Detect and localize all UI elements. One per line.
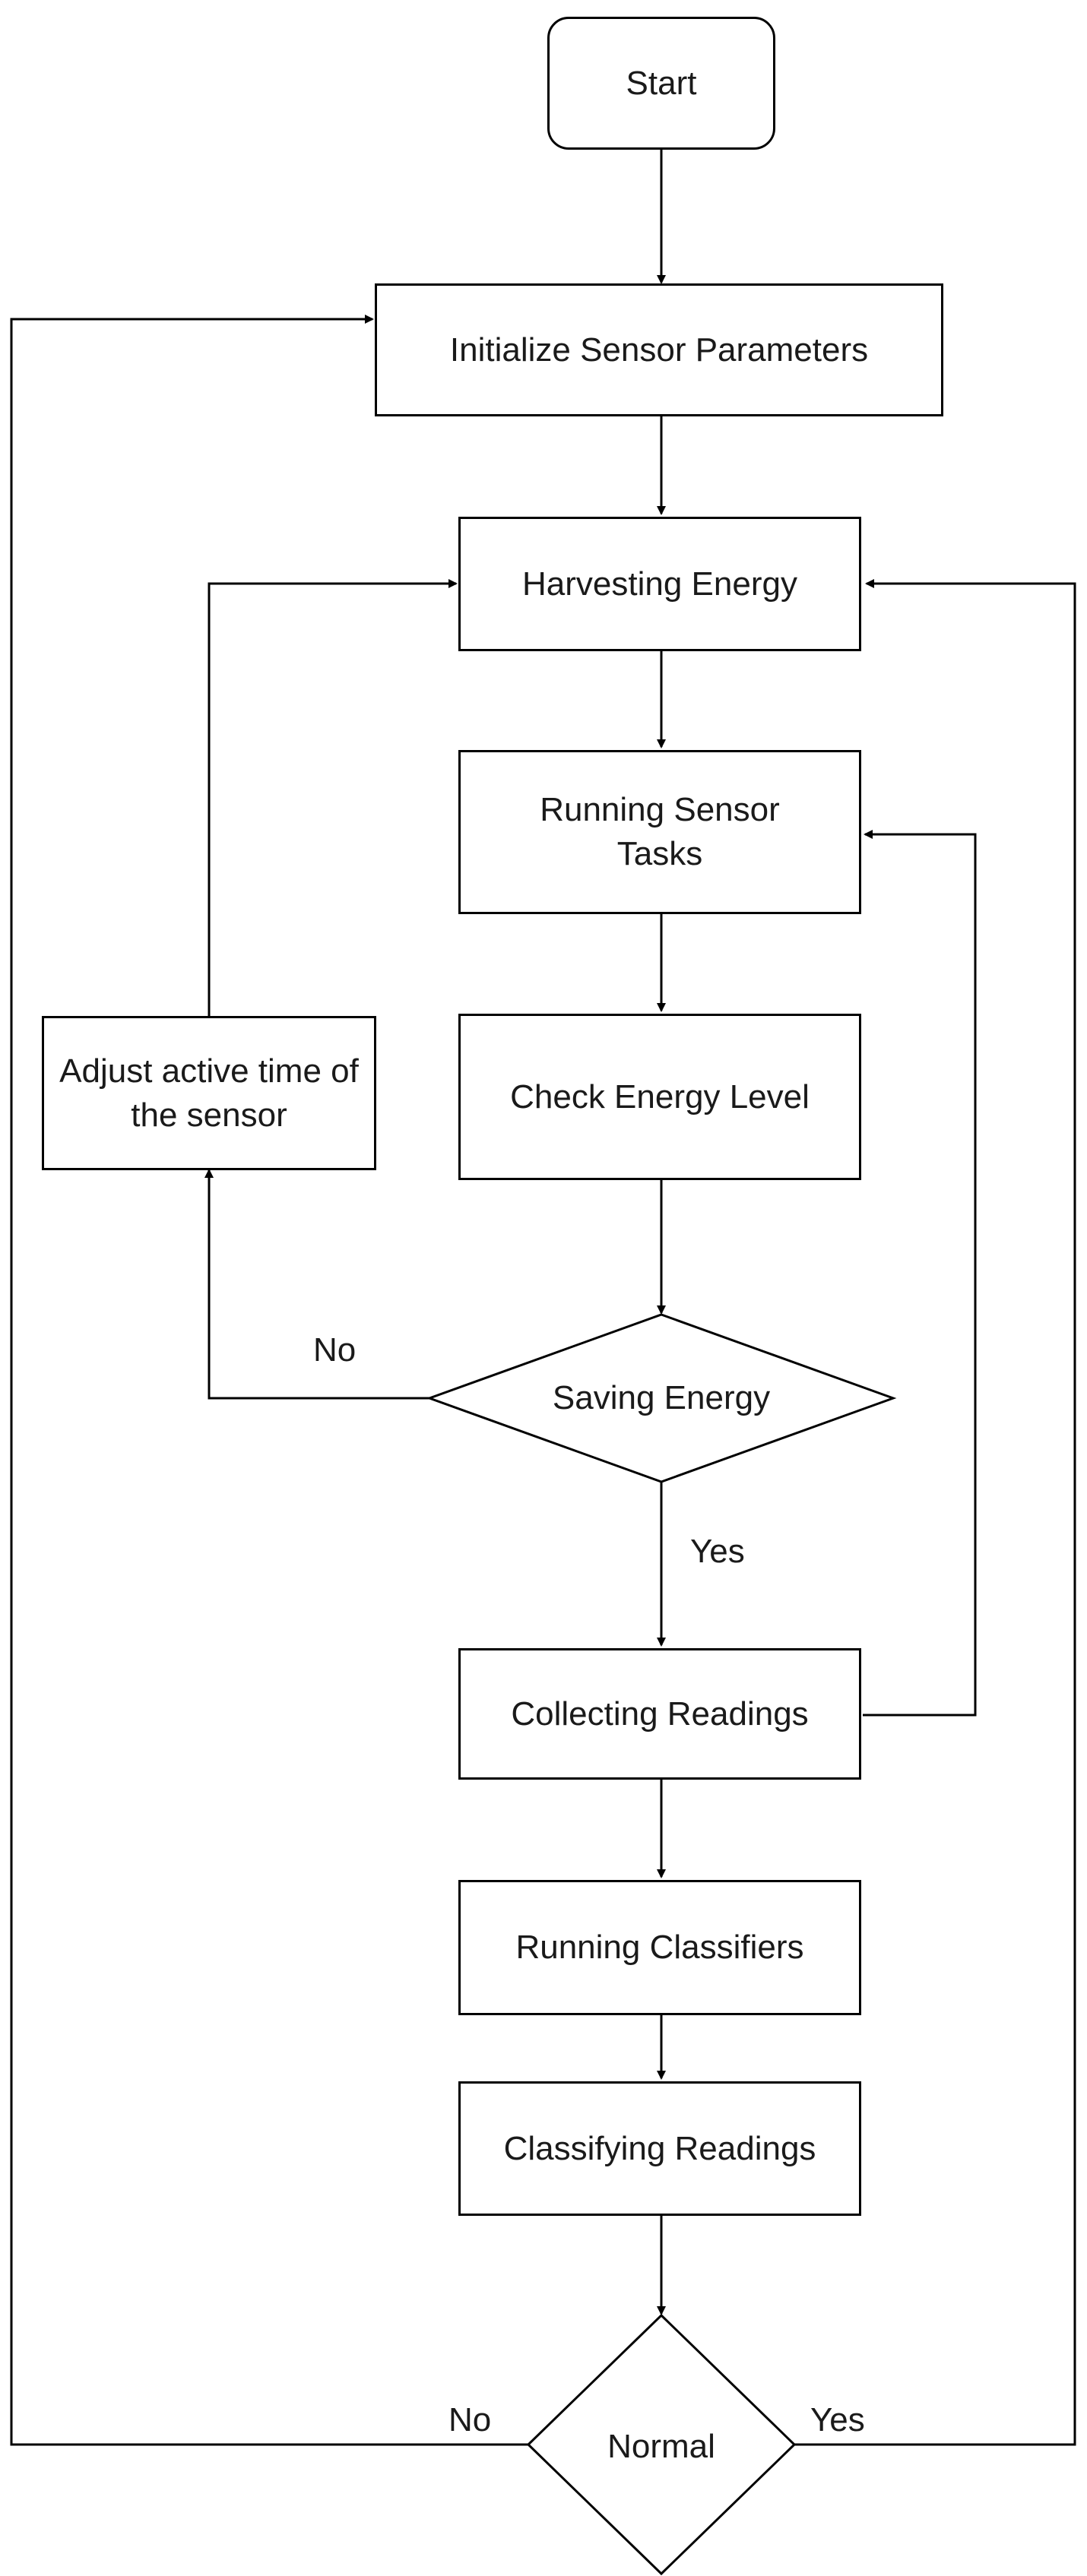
arrow-normal-no-to-initialize [10,315,528,2446]
saving-no-label: No [313,1331,357,1369]
running-sensor-tasks-node: Running Sensor Tasks [458,750,861,914]
saving-energy-label: Saving Energy [552,1379,771,1416]
collecting-readings-node: Collecting Readings [458,1648,861,1780]
start-node: Start [547,17,775,150]
arrow-saving-no-to-adjust [204,1169,429,1400]
classifying-readings-node: Classifying Readings [458,2081,861,2216]
saving-energy-diamond [426,1313,897,1483]
normal-no-label: No [448,2401,492,2438]
normal-yes-label: Yes [810,2401,865,2438]
normal-label: Normal [607,2428,715,2465]
initialize-sensor-parameters-node: Initialize Sensor Parameters [375,283,943,416]
running-classifiers-node: Running Classifiers [458,1880,861,2015]
normal-diamond [526,2313,797,2576]
saving-yes-label: Yes [690,1533,745,1570]
check-energy-level-node: Check Energy Level [458,1014,861,1180]
arrow-collecting-to-running-tasks [863,830,977,1717]
harvesting-energy-node: Harvesting Energy [458,517,861,651]
adjust-active-time-node: Adjust active time of the sensor [42,1016,376,1170]
arrow-adjust-to-harvesting [208,579,458,1016]
arrow-normal-yes-to-harvesting [794,579,1076,2446]
